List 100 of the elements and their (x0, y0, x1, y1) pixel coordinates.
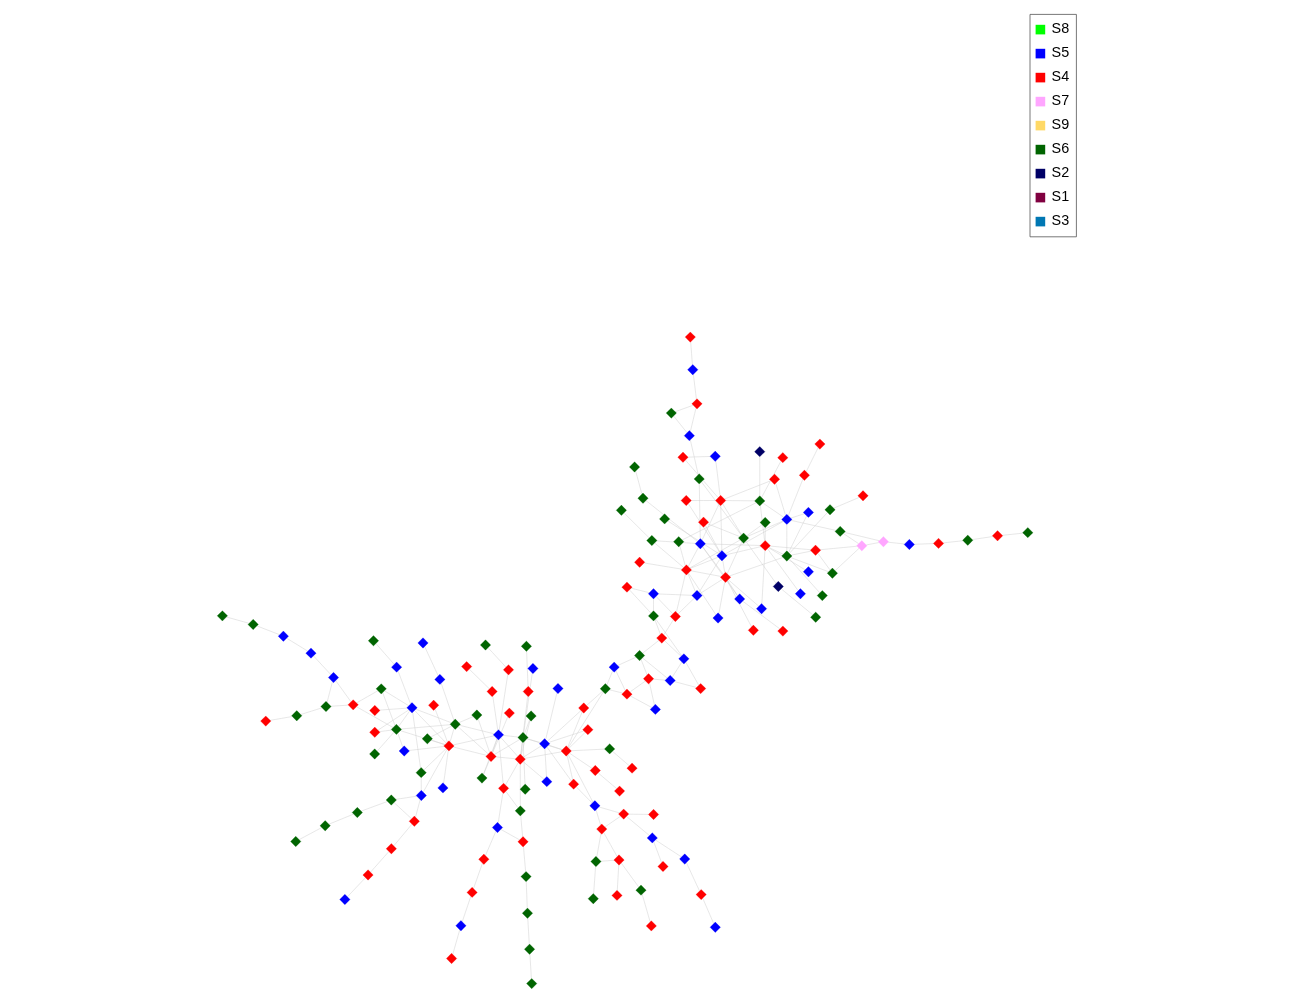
legend-label: S3 (1051, 212, 1070, 229)
node-diamond (634, 556, 645, 568)
connector (747, 520, 784, 537)
node-diamond (748, 625, 759, 636)
connector (328, 813, 354, 825)
connector (548, 730, 585, 743)
connector (500, 737, 518, 757)
node-diamond (769, 473, 780, 485)
node-diamond (803, 507, 814, 518)
node-diamond (777, 625, 789, 637)
connector (478, 718, 490, 753)
node-diamond (422, 733, 433, 745)
node-diamond (677, 451, 689, 463)
connector (377, 732, 394, 752)
node-diamond (449, 718, 461, 730)
node-diamond (486, 686, 498, 697)
node-diamond (247, 619, 259, 630)
connector (805, 447, 819, 472)
connector (642, 640, 660, 654)
node-diamond (437, 782, 449, 794)
node-diamond (415, 767, 427, 778)
connector (645, 500, 698, 542)
node-diamond (386, 843, 397, 855)
connector (1002, 532, 1024, 536)
connector (726, 546, 762, 555)
node-diamond (369, 705, 381, 716)
connector (604, 816, 621, 828)
connector (672, 661, 682, 678)
connector (727, 580, 752, 628)
node-diamond (568, 778, 579, 790)
connector (548, 744, 563, 750)
node-diamond (681, 564, 692, 576)
connector (655, 596, 673, 614)
connector (457, 726, 489, 755)
connector (644, 562, 682, 570)
connector (452, 746, 488, 756)
node-diamond (648, 610, 659, 622)
node-diamond (522, 907, 533, 919)
node-diamond (560, 745, 572, 757)
connector (609, 689, 623, 694)
connector (473, 862, 483, 889)
connector (690, 408, 697, 432)
node-diamond (519, 783, 531, 795)
connector (699, 483, 701, 539)
connector (630, 695, 653, 708)
connector (270, 716, 293, 721)
connector (707, 523, 741, 537)
node-diamond (646, 920, 657, 932)
node-diamond (466, 887, 478, 898)
node-diamond (368, 635, 379, 647)
legend-label: S4 (1051, 68, 1070, 85)
node-diamond (710, 922, 721, 933)
connector (286, 638, 308, 652)
connector (415, 799, 421, 818)
node-diamond (634, 650, 645, 661)
node-diamond (498, 783, 509, 794)
connector (729, 557, 783, 577)
connector (681, 502, 757, 541)
node-diamond (347, 699, 359, 711)
connector (688, 572, 717, 616)
node-diamond (406, 702, 418, 714)
connector (326, 681, 333, 703)
connector (626, 816, 650, 836)
connector (635, 471, 643, 495)
legend-label: S9 (1051, 116, 1070, 133)
legend-label: S6 (1051, 140, 1070, 157)
connector (598, 772, 617, 789)
connector (398, 710, 410, 727)
connector (462, 896, 472, 922)
connector (690, 570, 722, 577)
connector (687, 456, 711, 458)
node-diamond (362, 869, 374, 881)
connector (705, 525, 721, 553)
node-diamond (712, 612, 724, 624)
node-diamond (685, 331, 696, 343)
node-diamond (878, 536, 889, 547)
connector (675, 405, 694, 412)
connector (452, 929, 460, 955)
node-diamond (759, 517, 771, 528)
connector (746, 524, 763, 536)
node-diamond (646, 832, 658, 844)
node-diamond (693, 473, 705, 485)
connector (598, 806, 620, 814)
connector (453, 735, 495, 746)
connector (667, 520, 719, 554)
connector (424, 646, 439, 677)
node-diamond (781, 550, 793, 562)
node-diamond (328, 672, 339, 683)
node-diamond (290, 836, 302, 847)
connector (844, 532, 880, 541)
node-diamond (817, 590, 828, 601)
connector (718, 581, 725, 614)
connector (434, 709, 448, 743)
node-diamond (659, 513, 670, 525)
connector (790, 513, 805, 519)
connector (443, 750, 449, 784)
node-diamond (810, 611, 821, 623)
node-diamond (691, 398, 703, 410)
connector (674, 681, 697, 688)
node-diamond (629, 461, 640, 473)
